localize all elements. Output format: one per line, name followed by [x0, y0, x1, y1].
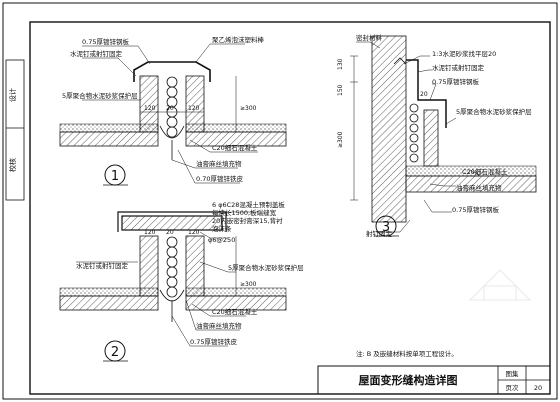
d2-label-mortar: 5厚聚合物水泥砂浆保护层	[228, 263, 304, 272]
side-label-check: 校核	[8, 158, 17, 172]
d3-label-steel-plate: 0.75厚镀锌钢板	[432, 77, 479, 86]
d1-label-felt: 油膏麻丝填充物	[196, 159, 242, 168]
d3-label-cover: 0.75厚镀锌钢板	[452, 205, 499, 214]
side-strip: 设计 校核	[5, 59, 25, 201]
d1-dim-a: 120	[144, 105, 156, 112]
d2-dim-h: ≥300	[240, 281, 257, 288]
d2-number: 2	[111, 345, 119, 360]
title-block: 屋面变形缝构造详图 图集 页次 20	[317, 365, 551, 395]
d1-dim-c: 120	[188, 105, 200, 112]
d1-dim-h: ≥300	[240, 105, 257, 112]
d3-label-felt: 油膏麻丝填充物	[456, 183, 502, 192]
d3-label-nail-strip: 水泥钉或射钉固定	[432, 63, 485, 72]
page-number: 20	[534, 384, 542, 392]
note-text: 注: B 及嵌缝材料按单项工程设计。	[356, 349, 458, 358]
d2-dim-c: 120	[188, 229, 200, 236]
d1-label-foam: 聚乙烯泡沫塑料棒	[212, 35, 265, 44]
d3-foam-rods	[409, 103, 419, 163]
d3-flashing	[406, 59, 447, 128]
side-label-design: 设计	[8, 88, 17, 102]
upturn-right	[185, 75, 205, 133]
d3-wall	[371, 35, 407, 223]
watermark-logo	[468, 269, 532, 301]
d1-label-steel-plate: 0.75厚镀锌钢板	[82, 37, 129, 46]
d2-slab-left	[59, 295, 159, 311]
d2-label-rebar: φ6@250	[208, 236, 235, 244]
d3-dim-w: 20	[420, 91, 428, 98]
d1-number: 1	[111, 169, 119, 184]
d2-foam-rods	[166, 236, 178, 298]
d1-dim-b: 20	[166, 105, 174, 112]
d3-label-concrete: C20细石混凝土	[462, 167, 508, 176]
d3-dim-b: 150	[337, 84, 344, 96]
foam-rods	[166, 76, 178, 138]
d1-label-concrete: C20细石混凝土	[212, 143, 258, 152]
d3-label-sealant: 密封材料	[356, 33, 383, 42]
d2-label-felt: 油膏麻丝填充物	[196, 321, 242, 330]
drawing-title: 屋面变形缝构造详图	[359, 373, 458, 387]
page-label: 页次	[506, 383, 520, 392]
d3-number: 3	[382, 220, 390, 235]
d1-label-nail-strip: 水泥钉或射钉固定	[70, 49, 123, 58]
d3-dim-a: 130	[337, 58, 344, 70]
cover-plate	[133, 61, 211, 82]
d2-dim-a: 120	[144, 229, 156, 236]
d2-label-precast: 6 φ6C28混凝土预制盖板 每块长1500,板端缝宽 20内嵌密封膏深15,背…	[212, 200, 287, 233]
slab-left	[59, 131, 159, 147]
d3-label-mortar: 5厚聚合物水泥砂浆保护层	[456, 107, 532, 116]
d2-label-concrete: C20细石混凝土	[212, 307, 258, 316]
inner-frame	[29, 21, 551, 395]
d2-label-cover: 0.75厚镀锌铁皮	[190, 337, 237, 346]
d1-label-cover: 0.70厚镀锌铁皮	[196, 174, 243, 183]
d1-label-mortar: 5厚聚合物水泥砂浆保护层	[62, 91, 138, 100]
d3-dim-h: ≥300	[337, 131, 344, 148]
d3-label-mortar-top: 1:3水泥砂浆找平层20	[432, 49, 496, 58]
d2-dim-b: 20	[166, 229, 174, 236]
detail-1: 0.75厚镀锌钢板 水泥钉或射钉固定 聚乙烯泡沫塑料棒 5厚聚合物水泥砂浆保护层…	[59, 35, 287, 186]
d2-precast-slab	[121, 215, 223, 231]
drawing-label: 图集	[506, 369, 520, 378]
upturn-left	[139, 75, 159, 133]
d2-label-nail-strip: 水泥钉或射钉固定	[76, 261, 129, 270]
detail-2: 6 φ6C28混凝土预制盖板 每块长1500,板端缝宽 20内嵌密封膏深15,背…	[59, 200, 304, 362]
detail-3: 密封材料 1:3水泥砂浆找平层20 水泥钉或射钉固定 0.75厚镀锌钢板 5厚聚…	[337, 33, 537, 238]
